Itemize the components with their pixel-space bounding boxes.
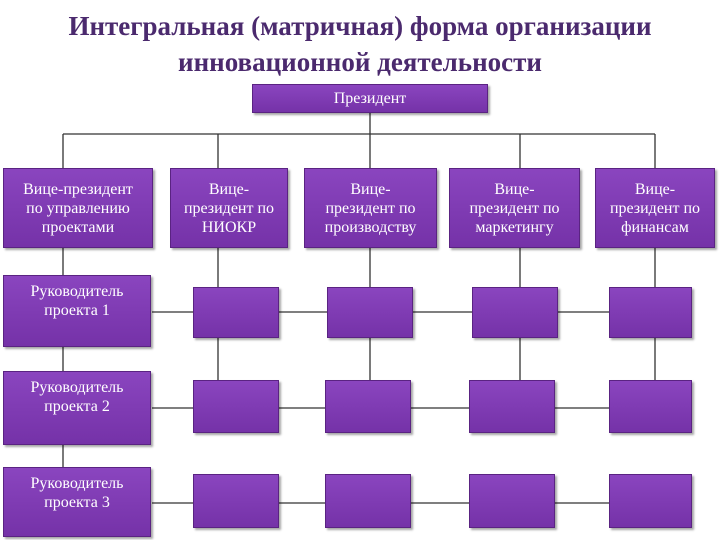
vp-finance-label: Вице- президент по финансам <box>609 180 701 236</box>
matrix-cell-r2-c1 <box>193 380 279 433</box>
vp-production-label: Вице- президент по производству <box>324 180 417 236</box>
matrix-cell-r1-c1 <box>193 287 279 338</box>
matrix-cell-r3-c2 <box>325 474 411 528</box>
matrix-cell-r2-c4 <box>609 380 692 433</box>
vp-project-management-box: Вице-президент по управлению проектами <box>3 168 153 248</box>
project-manager-1-box: Руководитель проекта 1 <box>3 275 151 347</box>
president-label: Президент <box>333 90 407 107</box>
matrix-cell-r3-c4 <box>609 474 692 528</box>
vp-rnd-label: Вице- президент по НИОКР <box>183 180 275 236</box>
matrix-cell-r1-c2 <box>327 287 413 338</box>
project-manager-3-label: Руководитель проекта 3 <box>30 475 124 511</box>
page-title: Интегральная (матричная) форма организац… <box>0 8 720 80</box>
title-line-1: Интегральная (матричная) форма организац… <box>68 11 652 41</box>
matrix-cell-r1-c4 <box>609 287 692 338</box>
vp-marketing-box: Вице- президент по маркетингу <box>449 168 580 248</box>
vp-production-box: Вице- президент по производству <box>304 168 437 248</box>
vp-project-management-label: Вице-президент по управлению проектами <box>23 180 133 236</box>
project-manager-2-label: Руководитель проекта 2 <box>30 379 124 415</box>
matrix-cell-r2-c3 <box>469 380 555 433</box>
vp-finance-box: Вице- президент по финансам <box>595 168 715 248</box>
president-box: Президент <box>252 84 488 113</box>
project-manager-1-label: Руководитель проекта 1 <box>30 283 124 319</box>
matrix-cell-r3-c1 <box>193 474 279 528</box>
matrix-cell-r2-c2 <box>325 380 411 433</box>
vp-marketing-label: Вице- президент по маркетингу <box>469 180 560 236</box>
project-manager-3-box: Руководитель проекта 3 <box>3 467 151 537</box>
project-manager-2-box: Руководитель проекта 2 <box>3 371 151 445</box>
matrix-cell-r3-c3 <box>469 474 555 528</box>
matrix-cell-r1-c3 <box>472 287 558 338</box>
title-line-2: инновационной деятельности <box>178 47 542 77</box>
vp-rnd-box: Вице- президент по НИОКР <box>170 168 288 248</box>
